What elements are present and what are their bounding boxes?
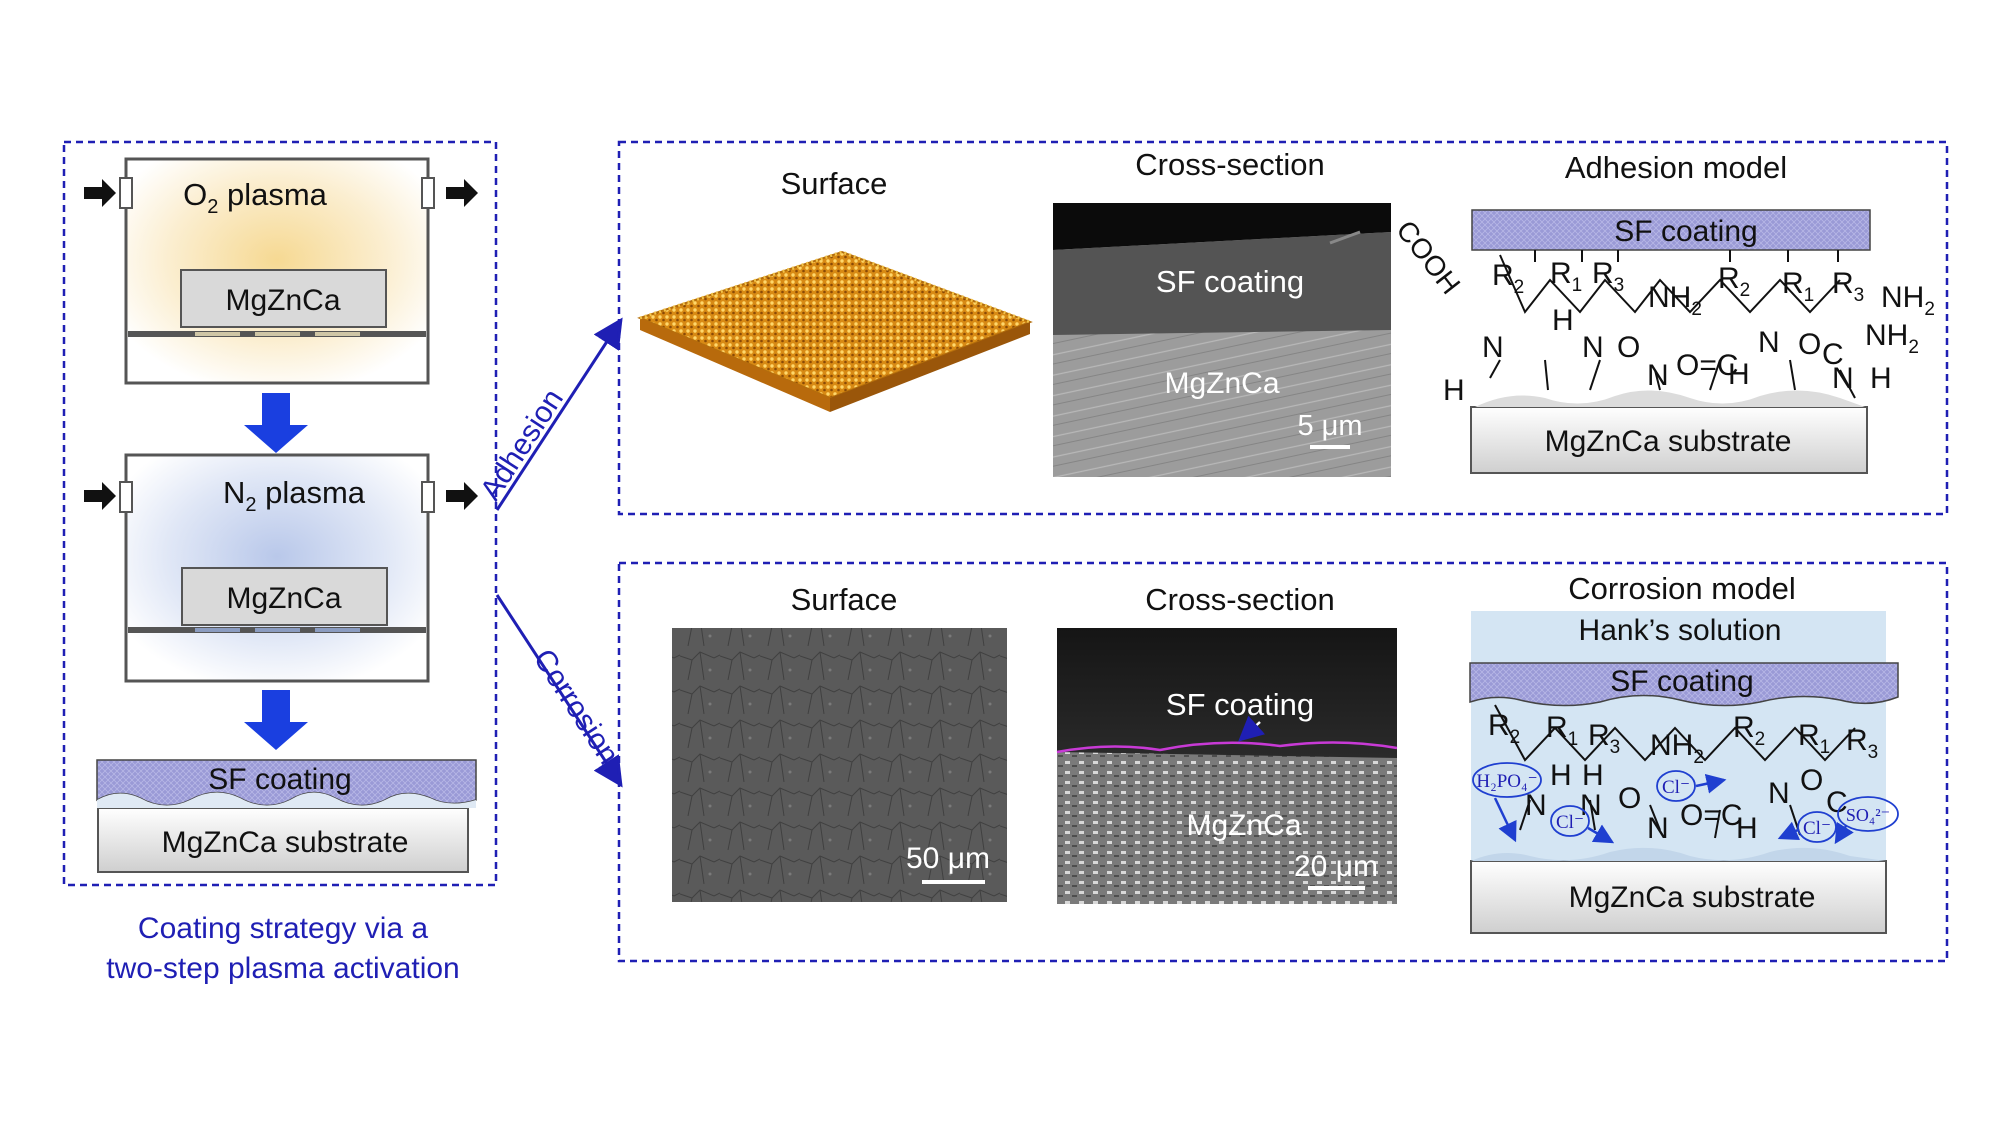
cross-substrate-label: MgZnCa bbox=[1186, 809, 1301, 842]
corrosion-surface-title: Surface bbox=[791, 582, 898, 617]
svg-text:O: O bbox=[1798, 328, 1821, 361]
scale-bar-label: 20 μm bbox=[1294, 850, 1378, 883]
coated-sample: SF coating MgZnCa substrate bbox=[96, 759, 477, 873]
svg-text:H: H bbox=[1550, 759, 1572, 792]
sample-label: MgZnCa bbox=[226, 582, 341, 615]
coating-label: SF coating bbox=[208, 763, 351, 796]
down-arrow-icon bbox=[244, 393, 308, 453]
gas-outlet-arrow-icon bbox=[446, 179, 478, 207]
substrate-label: MgZnCa substrate bbox=[162, 826, 409, 859]
ion-markers: H₂PO₄⁻ Cl⁻ Cl⁻ Cl⁻ SO₄²⁻ bbox=[1472, 762, 1899, 845]
adhesion-cross-title: Cross-section bbox=[1135, 147, 1325, 182]
caption-line-1: Coating strategy via a bbox=[138, 912, 428, 945]
adhesion-model-diagram: SF coating MgZnCa substrate COOH R2 R1 R… bbox=[1390, 209, 1935, 474]
corrosion-model-title: Corrosion model bbox=[1568, 571, 1795, 606]
corrosion-sem-cross-section: SF coating MgZnCa 20 μm bbox=[1056, 628, 1398, 904]
svg-text:O=C: O=C bbox=[1676, 349, 1739, 382]
corrosion-panel-frame bbox=[617, 561, 1949, 963]
corrosion-panel: Surface 50 μm Cross-section SF coating M… bbox=[617, 561, 1949, 963]
o2-plasma-label: O2 plasma bbox=[183, 177, 328, 218]
svg-text:R1: R1 bbox=[1798, 719, 1830, 758]
svg-text:N: N bbox=[1647, 812, 1669, 845]
svg-text:NH2: NH2 bbox=[1650, 729, 1704, 768]
corrosion-branch-label: Corrosion bbox=[527, 643, 626, 770]
corrosion-sem-surface: 50 μm bbox=[672, 628, 1007, 902]
cross-coating-label: SF coating bbox=[1166, 687, 1314, 722]
adhesion-model-title: Adhesion model bbox=[1565, 150, 1787, 185]
svg-text:N: N bbox=[1582, 331, 1604, 364]
adhesion-panel-frame bbox=[617, 140, 1949, 516]
cross-substrate-label: MgZnCa bbox=[1164, 367, 1279, 400]
svg-text:R1: R1 bbox=[1550, 257, 1582, 296]
svg-text:O: O bbox=[1618, 782, 1641, 815]
svg-text:R3: R3 bbox=[1588, 719, 1620, 758]
adhesion-branch-label: Adhesion bbox=[474, 383, 570, 506]
svg-text:R1: R1 bbox=[1782, 267, 1814, 306]
svg-text:C: C bbox=[1822, 338, 1844, 371]
svg-text:H: H bbox=[1728, 358, 1750, 391]
model-substrate-label: MgZnCa substrate bbox=[1569, 881, 1816, 914]
solution-label: Hank’s solution bbox=[1579, 614, 1782, 647]
down-arrow-icon bbox=[244, 690, 308, 750]
svg-text:R3: R3 bbox=[1832, 267, 1864, 306]
caption-line-2: two-step plasma activation bbox=[106, 952, 460, 985]
corrosion-model-diagram: Hank’s solution SF coating MgZnCa substr… bbox=[1469, 611, 1899, 934]
o2-plasma-chamber: O2 plasma MgZnCa bbox=[84, 157, 478, 385]
ion-h2po4-label: H₂PO₄⁻ bbox=[1476, 771, 1537, 792]
svg-text:N: N bbox=[1525, 789, 1547, 822]
adhesion-branch-arrow bbox=[495, 317, 623, 511]
n2-plasma-chamber: N2 plasma MgZnCa bbox=[84, 453, 478, 683]
ion-cl-label: Cl⁻ bbox=[1662, 777, 1690, 798]
svg-text:O=C: O=C bbox=[1680, 799, 1743, 832]
svg-text:H: H bbox=[1552, 304, 1574, 337]
left-panel: O2 plasma MgZnCa N2 plasma MgZnCa bbox=[62, 140, 498, 985]
scale-bar-label: 5 μm bbox=[1297, 410, 1362, 442]
gas-inlet-arrow-icon bbox=[84, 482, 116, 510]
model-substrate-label: MgZnCa substrate bbox=[1545, 425, 1792, 458]
cross-coating-label: SF coating bbox=[1156, 264, 1304, 299]
ion-so4-label: SO₄²⁻ bbox=[1846, 805, 1890, 825]
svg-text:N: N bbox=[1482, 331, 1504, 364]
corrosion-branch-arrow bbox=[495, 594, 623, 788]
sample-label: MgZnCa bbox=[225, 284, 340, 317]
svg-text:O: O bbox=[1617, 331, 1640, 364]
svg-text:NH2: NH2 bbox=[1648, 281, 1702, 320]
cooh-label: COOH bbox=[1390, 215, 1466, 300]
ion-cl-label: Cl⁻ bbox=[1803, 818, 1831, 839]
svg-text:H: H bbox=[1736, 812, 1758, 845]
svg-text:NH2: NH2 bbox=[1865, 319, 1919, 358]
ion-cl-label: Cl⁻ bbox=[1556, 812, 1584, 833]
model-coating-label: SF coating bbox=[1614, 215, 1757, 248]
adhesion-panel: Surface Cross-section SF coating MgZnCa … bbox=[617, 140, 1949, 516]
adhesion-surface-title: Surface bbox=[781, 166, 888, 201]
svg-text:N: N bbox=[1768, 777, 1790, 810]
svg-text:NH2: NH2 bbox=[1881, 281, 1935, 320]
svg-text:N: N bbox=[1647, 359, 1669, 392]
left-panel-frame bbox=[62, 140, 498, 887]
svg-text:H: H bbox=[1443, 374, 1465, 407]
svg-text:H: H bbox=[1582, 759, 1604, 792]
corrosion-cross-title: Cross-section bbox=[1145, 582, 1335, 617]
gas-inlet-arrow-icon bbox=[84, 179, 116, 207]
n2-plasma-label: N2 plasma bbox=[223, 475, 366, 516]
scale-bar-label: 50 μm bbox=[906, 842, 990, 875]
afm-surface-image bbox=[637, 250, 1033, 412]
svg-text:O: O bbox=[1800, 764, 1823, 797]
model-coating-label: SF coating bbox=[1610, 665, 1753, 698]
svg-text:R2: R2 bbox=[1492, 259, 1524, 298]
svg-text:H: H bbox=[1870, 362, 1892, 395]
adhesion-sem-cross-section: SF coating MgZnCa 5 μm bbox=[1053, 203, 1391, 477]
svg-text:N: N bbox=[1580, 789, 1602, 822]
svg-text:N: N bbox=[1758, 326, 1780, 359]
gas-outlet-arrow-icon bbox=[446, 482, 478, 510]
svg-text:N: N bbox=[1832, 362, 1854, 395]
svg-text:C: C bbox=[1826, 786, 1848, 819]
